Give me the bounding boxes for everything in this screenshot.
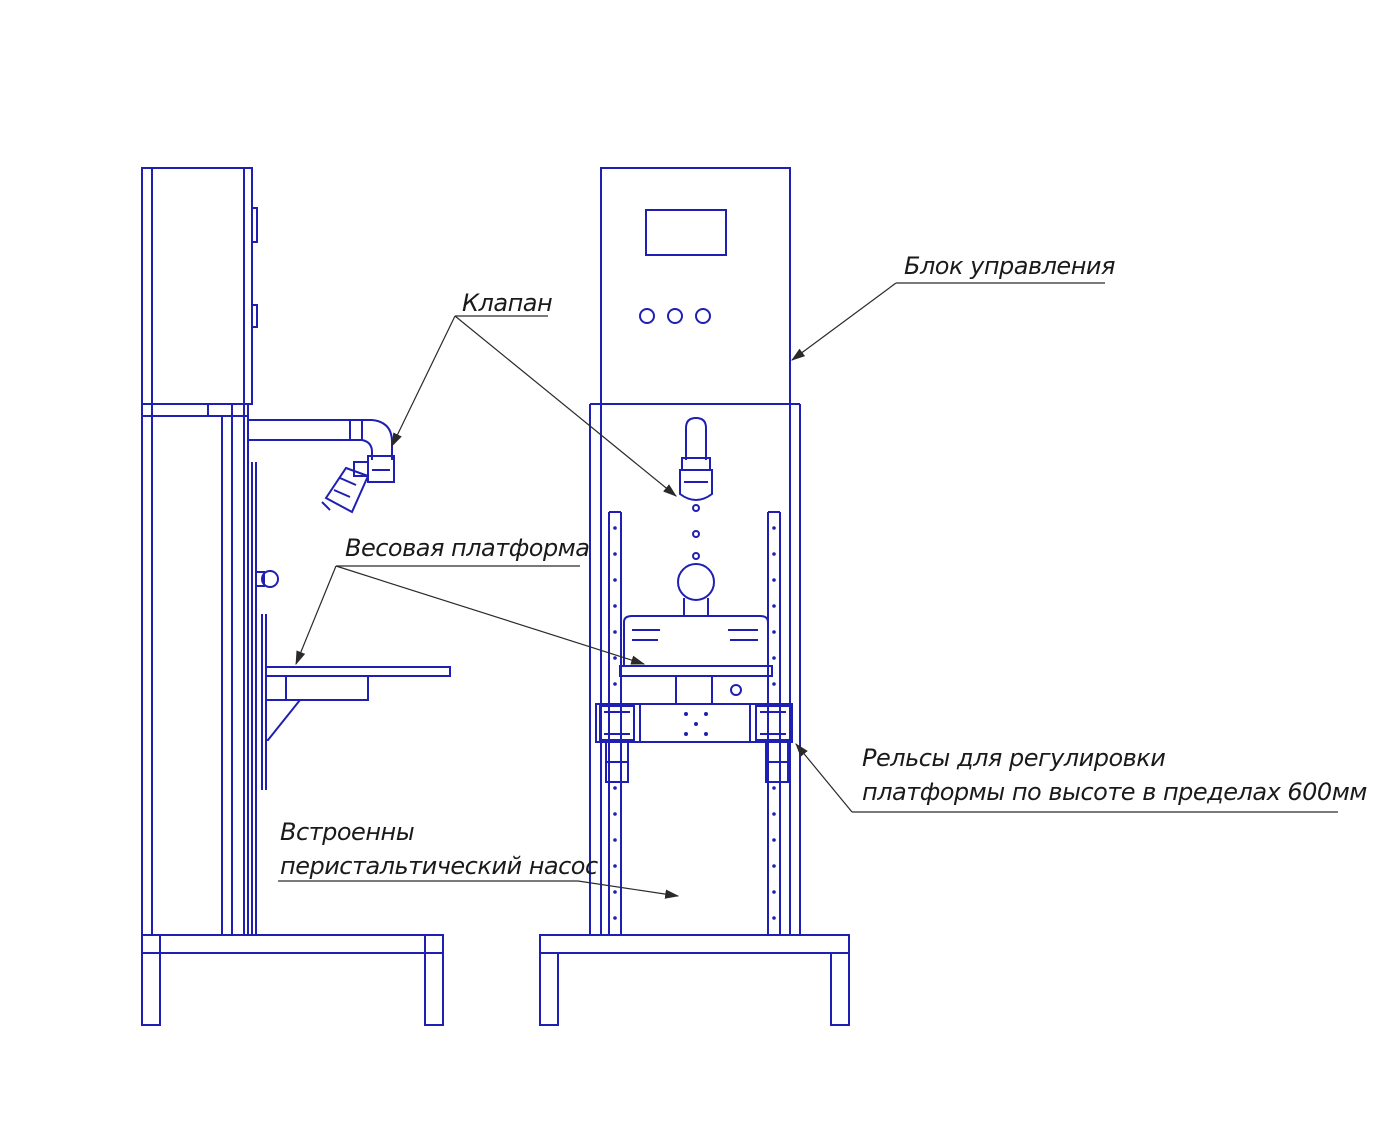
rail-hole (613, 552, 617, 556)
rail-hole (772, 890, 776, 894)
leader-lines (278, 282, 1338, 899)
side-valve (321, 455, 395, 514)
rail-hole (613, 630, 617, 634)
control-button-2 (667, 308, 683, 324)
side-view (141, 167, 451, 1026)
front-carriage (595, 703, 793, 783)
front-rail-right (767, 511, 781, 935)
rail-hole (613, 656, 617, 660)
side-base (141, 934, 444, 1026)
front-base (539, 934, 850, 1026)
rail-holes (613, 526, 776, 920)
rail-hole (772, 682, 776, 686)
front-rail-left (608, 511, 622, 935)
side-adjust-knob (255, 570, 279, 588)
front-weighing-platform (619, 615, 773, 704)
front-valve (679, 416, 713, 560)
rail-hole (772, 656, 776, 660)
front-frame (589, 403, 801, 935)
control-button-1 (639, 308, 655, 324)
control-button-3 (695, 308, 711, 324)
label-pump-line1: Встроенны (280, 818, 414, 846)
rail-hole (613, 890, 617, 894)
rail-hole (772, 916, 776, 920)
side-control-cabinet (141, 167, 258, 405)
rail-hole (613, 916, 617, 920)
label-rails-line1: Рельсы для регулировки (862, 744, 1165, 772)
rail-hole (772, 812, 776, 816)
rail-hole (772, 786, 776, 790)
rail-hole (772, 552, 776, 556)
rail-hole (772, 864, 776, 868)
rail-hole (772, 578, 776, 582)
rail-hole (772, 604, 776, 608)
rail-hole (772, 838, 776, 842)
rail-hole (613, 786, 617, 790)
side-column (141, 403, 257, 935)
rail-hole (613, 812, 617, 816)
rail-hole (613, 526, 617, 530)
labels: Клапан Блок управления Весовая платформа… (280, 252, 1368, 880)
control-display (645, 209, 727, 256)
label-weighing-platform: Весовая платформа (345, 534, 590, 562)
rail-hole (772, 526, 776, 530)
label-pump-line2: перистальтический насос (280, 852, 598, 880)
rail-hole (613, 578, 617, 582)
rail-hole (613, 838, 617, 842)
rail-hole (772, 630, 776, 634)
label-rails-line2: платформы по высоте в пределах 600мм (862, 778, 1367, 806)
front-view (539, 167, 850, 1026)
rail-hole (613, 682, 617, 686)
side-valve-arm (248, 419, 393, 460)
front-load-cell (677, 563, 715, 616)
rail-hole (613, 864, 617, 868)
label-control-unit: Блок управления (904, 252, 1115, 280)
label-valve: Клапан (462, 289, 552, 317)
front-control-unit (600, 167, 791, 405)
side-weighing-platform (261, 614, 451, 790)
rail-hole (613, 604, 617, 608)
